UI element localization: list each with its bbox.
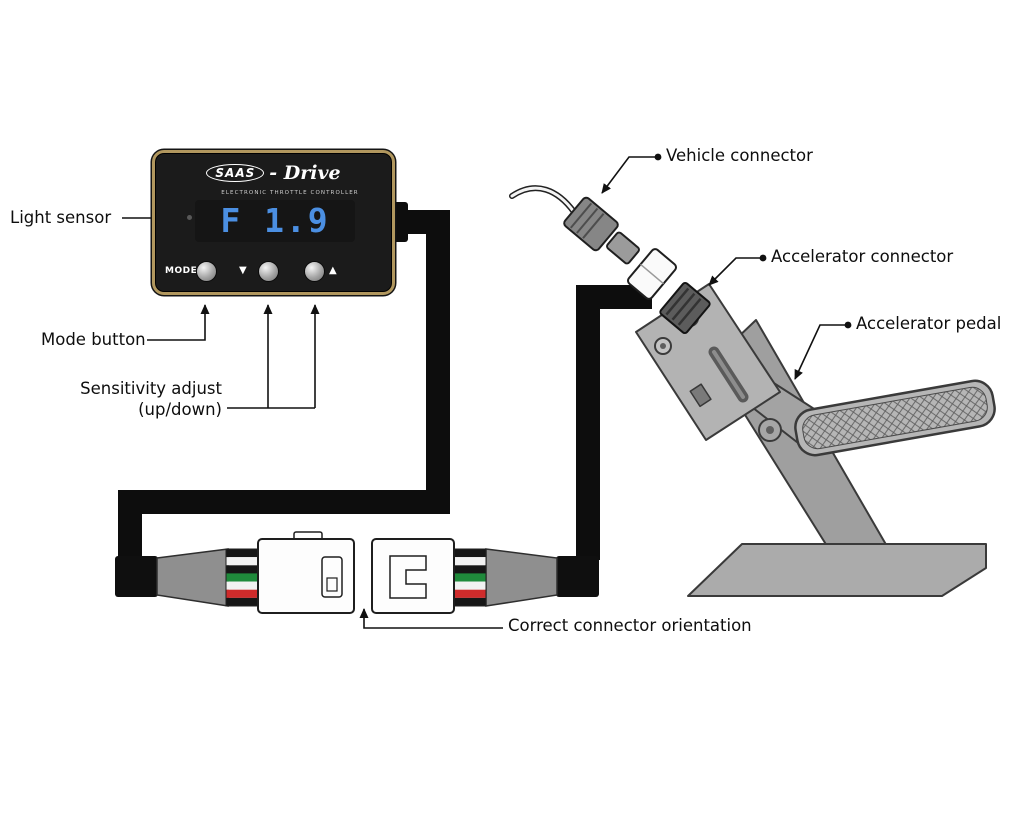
accelerator-connector: [659, 281, 711, 335]
right-plug-socket: [389, 555, 427, 599]
label-vehicle-connector: Vehicle connector: [666, 146, 813, 165]
cable-pedal-to-connector: [576, 285, 652, 560]
vehicle-connector-leader: [601, 156, 656, 194]
accelerator-pedal-leader-dot: [844, 321, 852, 329]
label-accelerator-pedal: Accelerator pedal: [856, 314, 1002, 333]
label-sensitivity-line2: (up/down): [138, 400, 222, 420]
mode-button-leader: [147, 304, 210, 341]
device-logo: SAAS - Drive: [155, 162, 392, 184]
vehicle-leader-dot: [654, 153, 662, 161]
led-display: F 1.9: [195, 200, 355, 242]
saas-logo-badge: SAAS: [206, 164, 265, 182]
right-plug-body: [371, 538, 455, 614]
accelerator-pedal-leader: [794, 324, 846, 380]
pedal-base: [687, 543, 987, 597]
left-plug-latch: [321, 556, 343, 598]
left-plug-body: [257, 538, 355, 614]
mode-button: [196, 261, 217, 282]
accelerator-pedal-assembly: [635, 283, 996, 597]
sensitivity-down-button: [258, 261, 279, 282]
up-arrow-icon: ▲: [329, 265, 337, 276]
device-subtitle: ELECTRONIC THROTTLE CONTROLLER: [221, 190, 359, 196]
right-boot: [485, 548, 558, 607]
orientation-leader: [359, 608, 503, 629]
right-wires: [449, 548, 487, 607]
inline-module: [627, 248, 677, 300]
label-mode-button: Mode button: [41, 330, 146, 349]
vehicle-connector: [563, 196, 619, 252]
light-sensor-dot: [187, 215, 192, 220]
leader-lines: [122, 153, 852, 629]
vehicle-connector-assembly: [509, 185, 711, 335]
label-sensitivity-line1: Sensitivity adjust: [80, 379, 222, 398]
label-accelerator-connector: Accelerator connector: [771, 247, 954, 266]
left-cable-cap: [115, 556, 158, 597]
label-correct-orientation: Correct connector orientation: [508, 616, 752, 635]
mode-label: MODE: [165, 266, 198, 276]
pedal-pad: [794, 379, 996, 457]
bracket-hole: [689, 383, 712, 408]
right-cable-cap: [556, 556, 599, 597]
cable-device-to-connector: [118, 210, 450, 574]
throttle-controller-device: SAAS - Drive ELECTRONIC THROTTLE CONTROL…: [152, 150, 395, 295]
drive-logo-text: - Drive: [269, 162, 341, 184]
left-connector: [115, 531, 355, 614]
left-boot: [156, 548, 229, 607]
left-wires: [225, 548, 263, 607]
label-sensitivity-adjust: Sensitivity adjust (up/down): [58, 378, 222, 421]
down-arrow-icon: ▼: [239, 265, 247, 276]
accelerator-connector-leader-dot: [759, 254, 767, 262]
connector-mid-piece: [606, 231, 640, 265]
accelerator-connector-leader: [708, 257, 761, 286]
sensitivity-up-button: [304, 261, 325, 282]
right-connector: [371, 538, 599, 614]
label-light-sensor: Light sensor: [10, 208, 112, 227]
